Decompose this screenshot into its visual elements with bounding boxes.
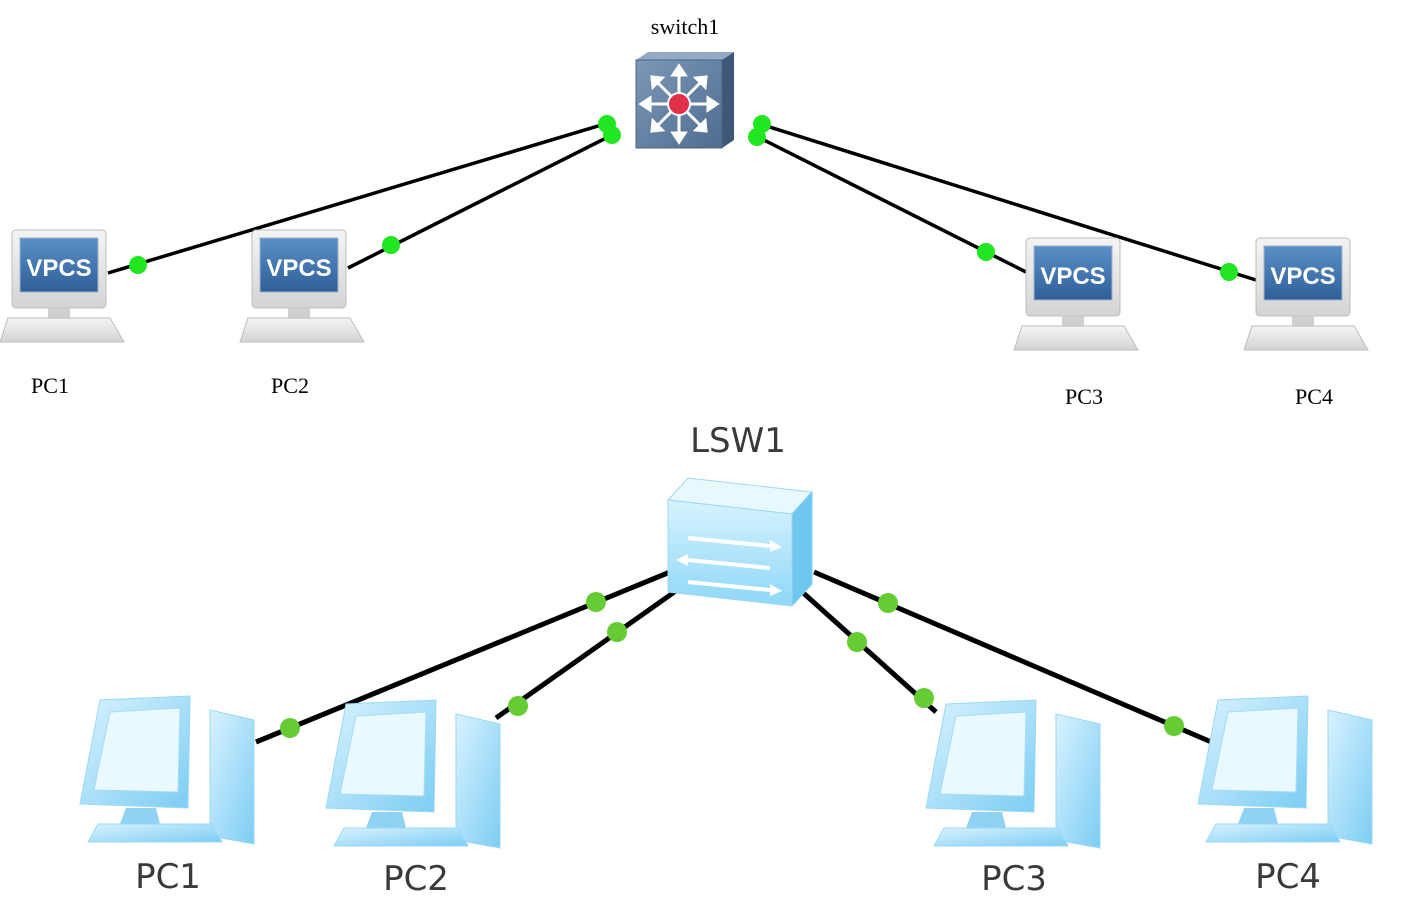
top-pc1-label: PC1 [31, 373, 69, 398]
lsw1-icon[interactable] [666, 477, 814, 608]
top-port-dots [129, 115, 1238, 281]
port-dot [603, 126, 621, 144]
top-pc1-icon[interactable]: VPCS [0, 229, 125, 343]
bottom-pc3-icon[interactable] [925, 699, 1101, 849]
bottom-pc1-icon[interactable] [79, 695, 255, 845]
top-link-pc4 [759, 122, 1257, 282]
port-dot [382, 236, 400, 254]
top-pc2-icon[interactable]: VPCS [239, 229, 365, 343]
bottom-link-pc3 [798, 588, 938, 714]
bottom-pc2-label: PC2 [383, 859, 449, 899]
port-dot [586, 592, 606, 612]
bottom-pc4-label: PC4 [1255, 857, 1321, 897]
top-link-pc1 [107, 121, 609, 275]
top-pc4-vpcs-text: VPCS [1270, 263, 1335, 290]
port-dot [129, 256, 147, 274]
port-dot [1220, 263, 1238, 281]
port-dot [280, 718, 300, 738]
port-dot [508, 696, 528, 716]
bottom-pc2-icon[interactable] [325, 699, 501, 849]
top-pc4-label: PC4 [1295, 384, 1333, 409]
port-dot [977, 243, 995, 261]
top-pc2-label: PC2 [271, 373, 309, 398]
top-pc3-label: PC3 [1065, 384, 1103, 409]
bottom-link-pc2 [494, 585, 682, 721]
top-pc1-vpcs-text: VPCS [26, 255, 91, 282]
top-pc4-icon[interactable]: VPCS [1243, 237, 1369, 351]
bottom-pc4-icon[interactable] [1197, 695, 1373, 845]
switch1-icon[interactable] [635, 52, 734, 149]
top-pc3-vpcs-text: VPCS [1040, 263, 1105, 290]
port-dot [914, 688, 934, 708]
bottom-pc1-label: PC1 [135, 857, 201, 897]
lsw1-label: LSW1 [690, 421, 786, 461]
top-pc3-icon[interactable]: VPCS [1013, 237, 1139, 351]
port-dot [1164, 716, 1184, 736]
port-dot [607, 622, 627, 642]
port-dot [878, 593, 898, 613]
switch1-label: switch1 [651, 14, 719, 39]
top-pc2-vpcs-text: VPCS [266, 255, 331, 282]
bottom-port-dots [280, 592, 1184, 738]
port-dot [847, 632, 867, 652]
port-dot [753, 115, 771, 133]
bottom-pc3-label: PC3 [981, 859, 1047, 899]
